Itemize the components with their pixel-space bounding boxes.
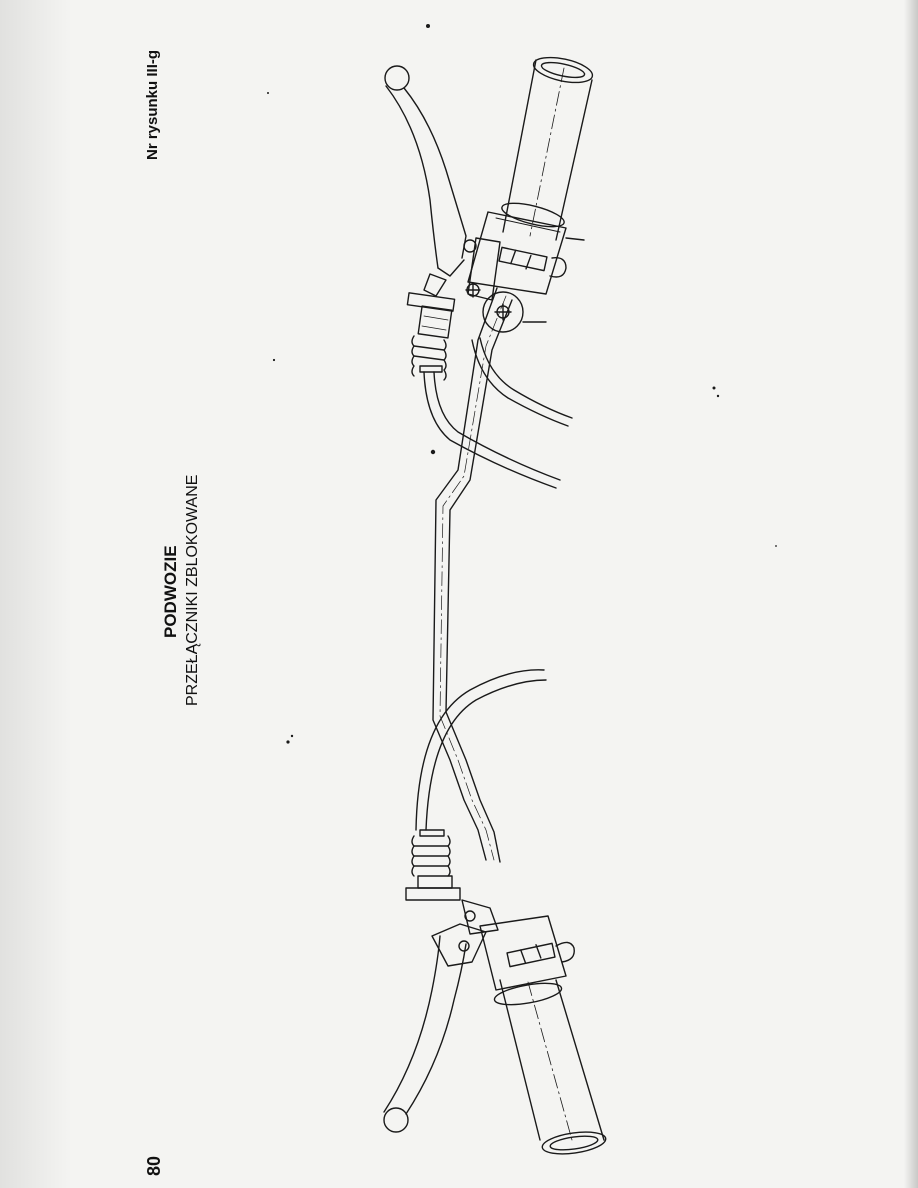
upper-switch-housing xyxy=(463,211,585,333)
upper-grip xyxy=(501,56,594,228)
handlebar-tube xyxy=(432,59,605,1141)
scan-shadow-left xyxy=(0,0,72,1188)
lower-cable-boot xyxy=(405,829,461,901)
lower-cables xyxy=(415,669,547,831)
scan-edge-right xyxy=(904,0,918,1188)
upper-lever xyxy=(384,65,467,297)
lower-grip xyxy=(541,1131,607,1155)
lower-switch-housing xyxy=(458,899,575,1006)
lower-lever xyxy=(383,923,487,1133)
upper-cables xyxy=(423,337,573,489)
scan-specks xyxy=(267,24,777,744)
upper-cable-boot xyxy=(406,292,456,381)
